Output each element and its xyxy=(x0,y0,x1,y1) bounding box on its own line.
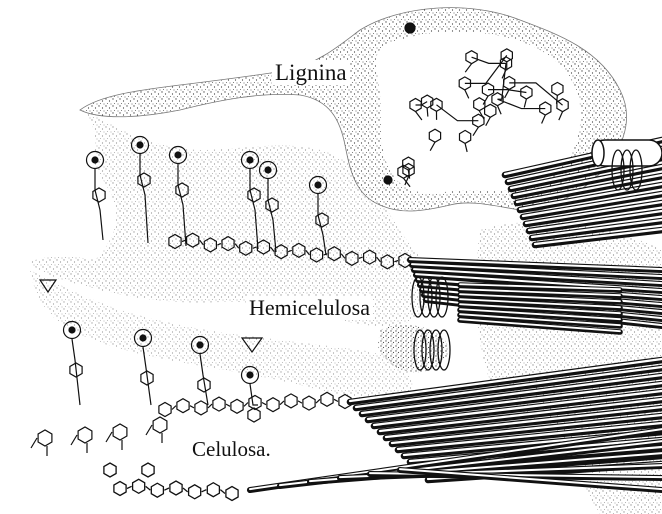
branch-ring-core xyxy=(69,327,75,333)
glucose-ring xyxy=(142,463,154,477)
hemicelulosa-label: Hemicelulosa xyxy=(246,296,373,320)
glucose-ring xyxy=(189,485,201,499)
bond xyxy=(71,435,77,445)
branch-ring xyxy=(248,408,260,422)
glucose-ring xyxy=(151,483,163,497)
branch-ring-core xyxy=(247,372,253,378)
cylinder-end xyxy=(592,140,604,166)
glucose-ring xyxy=(207,483,219,497)
glycosidic-bond xyxy=(202,490,207,492)
glycosidic-bond xyxy=(164,488,169,490)
lignina-label: Lignina xyxy=(272,60,350,85)
branch-ring-core xyxy=(137,142,143,148)
glycosidic-bond xyxy=(146,486,151,490)
bond xyxy=(427,108,428,117)
bond xyxy=(31,438,37,448)
glycosidic-bond xyxy=(226,404,230,406)
xylose-ring xyxy=(321,392,333,406)
xylose-ring xyxy=(195,401,207,415)
branch-link xyxy=(95,169,103,240)
xylose-ring xyxy=(303,396,315,410)
xylose-ring xyxy=(213,397,225,411)
glucose-ring xyxy=(38,430,52,446)
glucose-ring xyxy=(114,482,126,496)
branch-ring-core xyxy=(140,335,146,341)
glucose-ring xyxy=(170,481,182,495)
bond xyxy=(146,425,152,435)
glycosidic-bond xyxy=(190,406,194,408)
branch-ring-core xyxy=(315,182,321,188)
glycosidic-bond xyxy=(127,486,132,488)
branch-ring-core xyxy=(92,157,98,163)
glycosidic-bond xyxy=(316,399,320,403)
glycosidic-bond xyxy=(262,403,266,405)
xylose-ring xyxy=(177,399,189,413)
glucose-ring xyxy=(104,463,116,477)
glucose-ring xyxy=(153,417,167,433)
cellulose-chains xyxy=(104,463,238,501)
glycosidic-bond xyxy=(220,490,225,494)
xylose-ring xyxy=(231,399,243,413)
glucose-ring xyxy=(133,479,145,493)
glucose-ring xyxy=(113,424,127,440)
glucose-ring xyxy=(226,487,238,501)
glycosidic-bond xyxy=(334,399,338,401)
bond xyxy=(106,432,112,442)
glycosidic-bond xyxy=(172,406,176,410)
branch-ring-core xyxy=(265,167,271,173)
terminal-group xyxy=(405,23,415,33)
glycosidic-bond xyxy=(183,488,188,492)
glycosidic-bond xyxy=(298,401,302,403)
glycosidic-bond xyxy=(280,401,284,405)
xylose-ring xyxy=(159,403,171,417)
branch-ring-core xyxy=(247,157,253,163)
branch-ring xyxy=(93,188,105,202)
branch-ring-core xyxy=(197,342,203,348)
celulosa-label: Celulosa. xyxy=(189,438,274,461)
terminal-group xyxy=(384,176,392,184)
xylose-ring xyxy=(249,396,261,410)
glucose-ring xyxy=(78,427,92,443)
branch-link xyxy=(250,384,258,405)
xylose-ring xyxy=(285,394,297,408)
branch-ring-core xyxy=(175,152,181,158)
branch-link xyxy=(72,339,80,405)
glycosidic-bond xyxy=(244,403,248,407)
glycosidic-bond xyxy=(208,404,212,408)
xylose-ring xyxy=(267,398,279,412)
